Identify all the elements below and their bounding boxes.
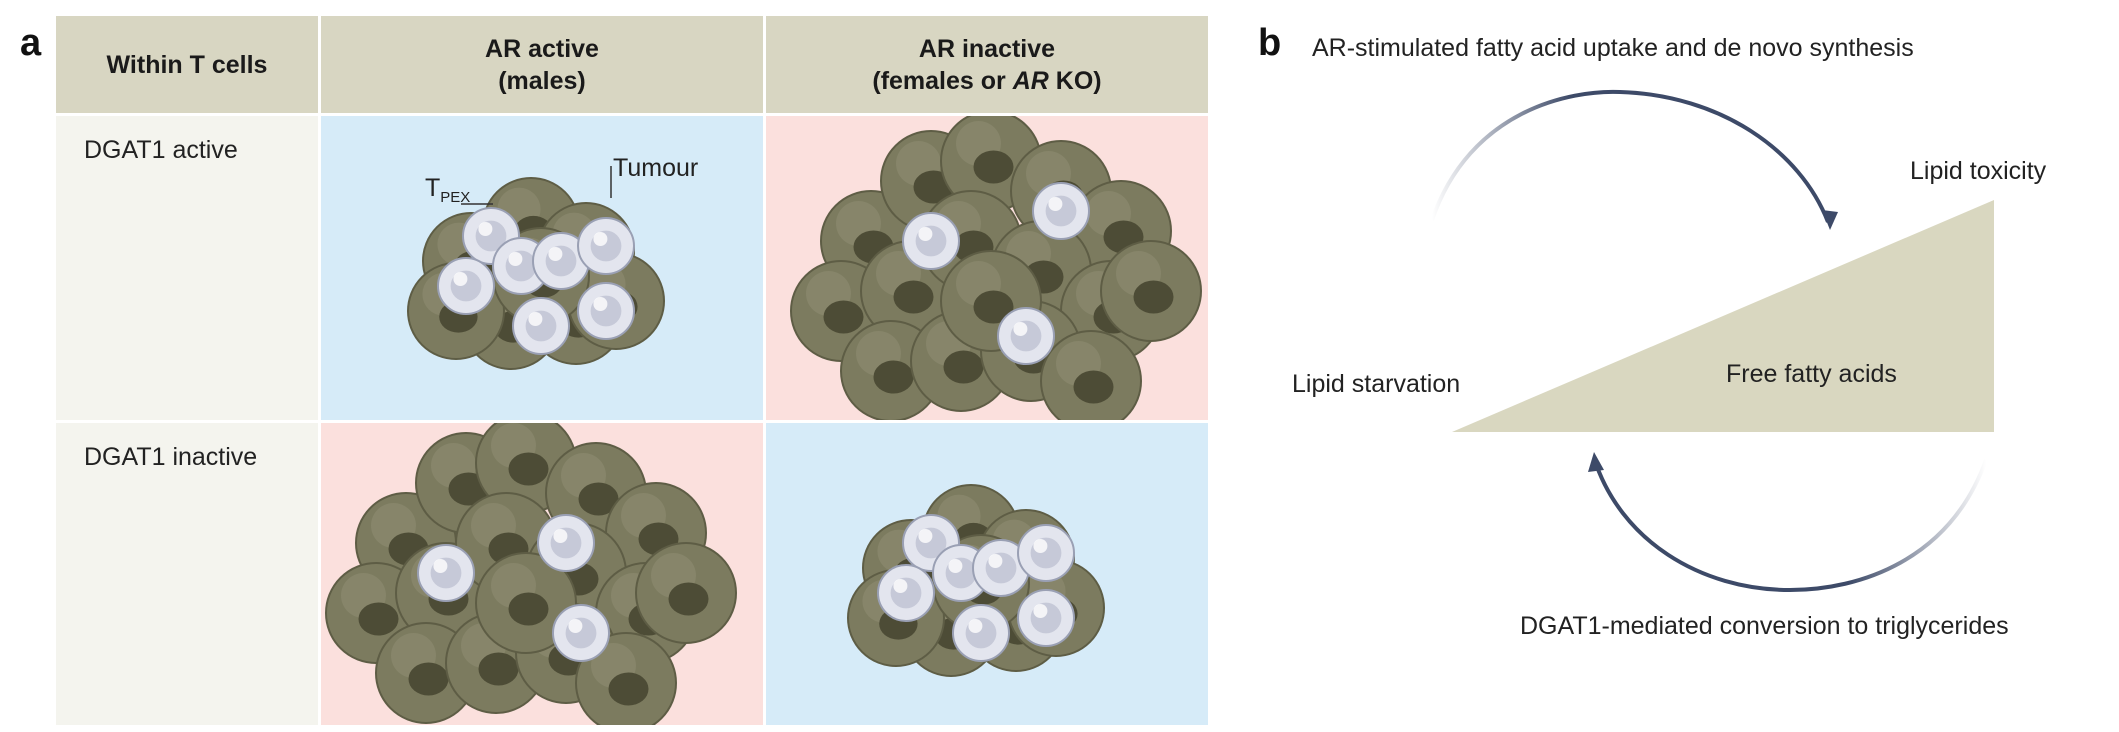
tumour-cell xyxy=(575,632,677,725)
header-ar-inactive-italic: AR xyxy=(1012,66,1049,95)
tumour-cell xyxy=(475,552,577,654)
header-ar-inactive-line2: (females or AR KO) xyxy=(872,65,1101,97)
tpex-subscript: PEX xyxy=(440,189,471,206)
t-cell xyxy=(972,539,1030,597)
tumour-cell xyxy=(1040,330,1142,420)
cell-cluster-small-tcell-rich xyxy=(847,484,1105,677)
free-fatty-acid-wedge xyxy=(1452,200,1994,432)
header-ar-active-line2: (males) xyxy=(498,66,586,95)
row-label-dgat1-inactive: DGAT1 inactive xyxy=(56,423,318,725)
t-cell xyxy=(997,307,1055,365)
free-fatty-acids-label: Free fatty acids xyxy=(1726,360,1897,388)
lipid-toxicity-label: Lipid toxicity xyxy=(1910,157,2047,185)
dgat1-conversion-label: DGAT1-mediated conversion to triglycerid… xyxy=(1520,612,2009,640)
row-label-dgat1-active-text: DGAT1 active xyxy=(84,136,238,164)
header-ar-inactive-post: KO) xyxy=(1048,66,1102,95)
t-cell xyxy=(902,212,960,270)
panel-label-b: b xyxy=(1258,22,1282,64)
row-label-dgat1-inactive-text: DGAT1 inactive xyxy=(84,443,258,471)
cell-cluster-large-tumour xyxy=(790,116,1202,420)
cell-dgat1-active-ar-inactive xyxy=(766,116,1208,420)
cell-cluster-small-tcell-rich xyxy=(407,166,665,370)
lipid-balance-diagram xyxy=(1430,89,1994,593)
panel-label-a: a xyxy=(20,22,42,64)
panel-b-title: AR-stimulated fatty acid uptake and de n… xyxy=(1312,34,1914,62)
tpex-annotation: TPEX xyxy=(425,174,470,206)
tumour-cell xyxy=(635,542,737,644)
header-ar-inactive-line1: AR inactive xyxy=(918,34,1056,63)
t-cell xyxy=(437,257,495,315)
lipid-starvation-label: Lipid starvation xyxy=(1292,370,1461,398)
header-corner: Within T cells xyxy=(56,16,318,113)
cell-dgat1-inactive-ar-active xyxy=(321,423,763,725)
header-corner-label: Within T cells xyxy=(106,50,268,79)
t-cell xyxy=(577,282,635,340)
top-cycle-arrow xyxy=(1430,89,1830,223)
bottom-arrowhead-icon xyxy=(1588,452,1604,472)
top-arrowhead-icon xyxy=(1822,210,1838,230)
cell-dgat1-active-ar-active xyxy=(321,116,763,420)
t-cell xyxy=(417,544,475,602)
header-ar-inactive: AR inactive (females or AR KO) xyxy=(766,16,1208,113)
tumour-annotation: Tumour xyxy=(613,154,699,182)
cell-matrix-table: Within T cells AR active (males) AR inac… xyxy=(56,16,1208,726)
t-cell xyxy=(952,604,1010,662)
tumour-cell xyxy=(1100,240,1202,342)
bottom-cycle-arrow xyxy=(1592,457,1988,593)
t-cell xyxy=(1017,524,1075,582)
t-cell xyxy=(537,514,595,572)
tpex-main: T xyxy=(425,174,441,202)
header-ar-inactive-pre: (females or xyxy=(872,66,1013,95)
t-cell xyxy=(877,564,935,622)
t-cell xyxy=(577,217,635,275)
row-label-dgat1-active: DGAT1 active xyxy=(56,116,318,420)
t-cell xyxy=(552,604,610,662)
t-cell xyxy=(512,297,570,355)
header-ar-active: AR active (males) xyxy=(321,16,763,113)
annotation-leader-lines xyxy=(461,166,612,205)
cell-dgat1-inactive-ar-inactive xyxy=(766,423,1208,725)
t-cell xyxy=(1017,589,1075,647)
header-ar-active-line1: AR active xyxy=(485,34,599,63)
cell-cluster-large-tumour xyxy=(325,423,737,725)
t-cell xyxy=(1032,182,1090,240)
